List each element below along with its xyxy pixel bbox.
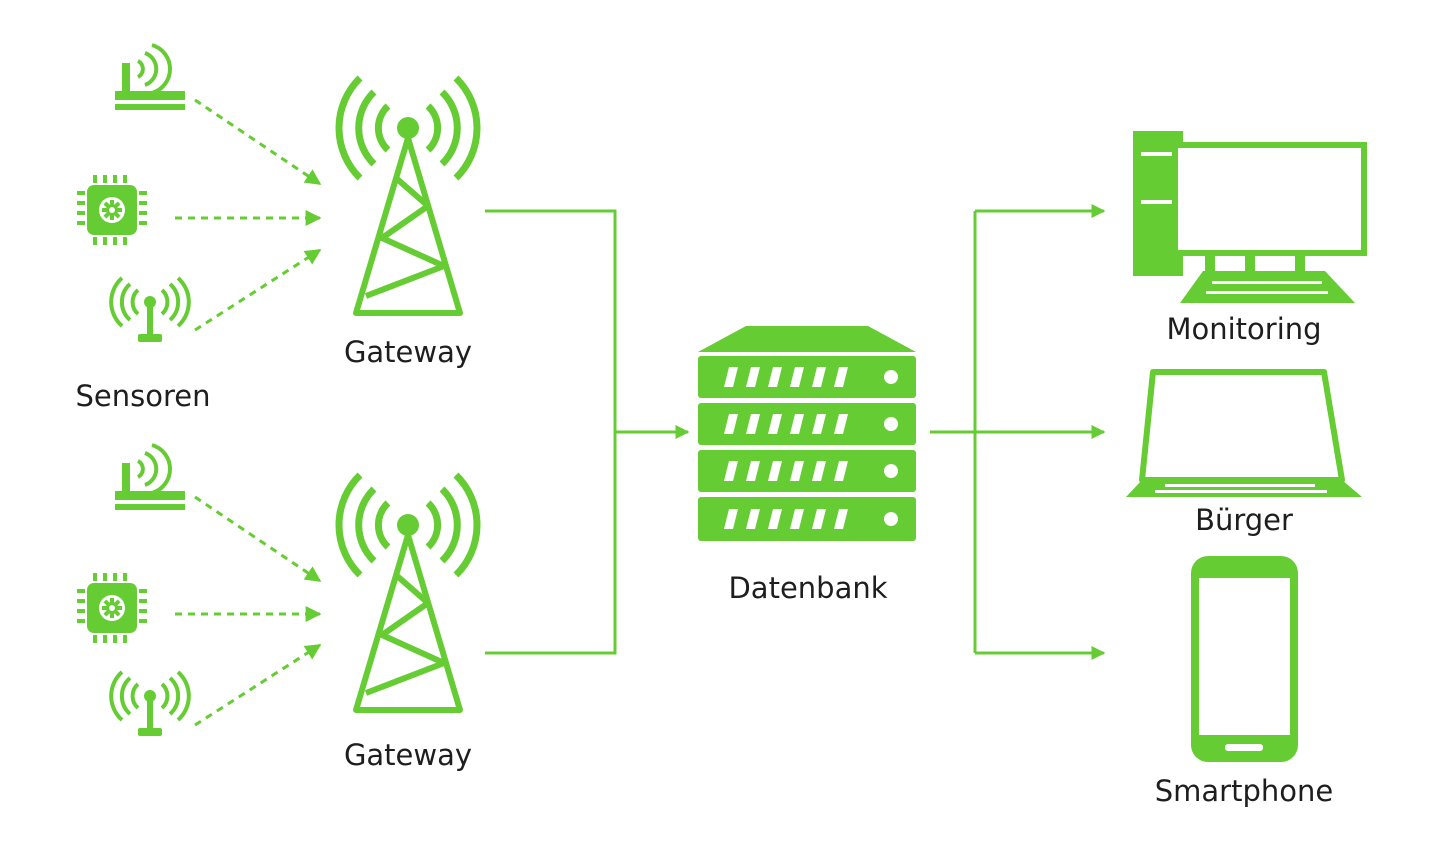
router-icon	[113, 443, 187, 512]
smartphone-label: Smartphone	[1155, 774, 1333, 808]
antenna-icon	[109, 670, 191, 738]
sensor-arrow	[194, 248, 322, 332]
smartphone-icon	[1191, 556, 1298, 762]
database-label: Datenbank	[728, 571, 887, 605]
router-icon	[113, 43, 187, 112]
sensor-arrow	[194, 98, 322, 186]
sensor-group-top	[77, 43, 191, 344]
antenna-icon	[109, 276, 191, 344]
gateway-tower-icon	[339, 475, 477, 710]
gateway-top-label: Gateway	[344, 335, 472, 369]
gateway-connector	[485, 209, 617, 655]
laptop-icon	[1126, 369, 1362, 497]
monitoring-label: Monitoring	[1166, 312, 1321, 346]
sensor-arrow	[194, 495, 322, 583]
sensors-label: Sensoren	[76, 379, 211, 413]
desktop-computer-icon	[1133, 131, 1367, 303]
sensor-arrow	[194, 643, 322, 727]
chip-icon	[77, 573, 147, 643]
citizens-label: Bürger	[1195, 503, 1293, 537]
chip-icon	[77, 175, 147, 245]
gateway-bottom-label: Gateway	[344, 738, 472, 772]
server-rack-icon	[698, 326, 916, 541]
sensor-group-bottom	[77, 443, 191, 738]
gateway-tower-icon	[339, 78, 477, 313]
